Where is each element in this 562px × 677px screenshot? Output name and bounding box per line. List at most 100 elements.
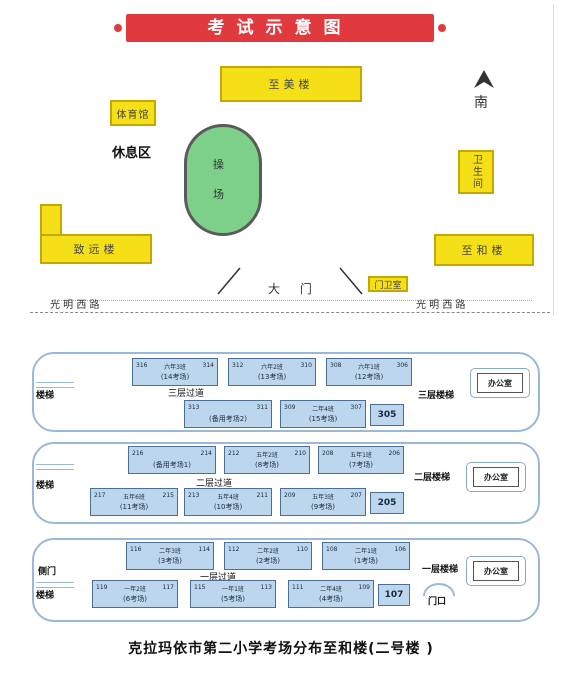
playground-label-2: 场 bbox=[213, 188, 224, 201]
room-number: 206 bbox=[388, 450, 400, 457]
rest-area-label: 休息区 bbox=[112, 146, 152, 161]
floor2-office: 办公室 bbox=[466, 462, 526, 492]
floor1-office: 办公室 bbox=[466, 556, 526, 586]
gate-label: 大 门 bbox=[268, 282, 320, 296]
room-class: 五年4班 bbox=[217, 494, 239, 501]
floor1-corridor: 一层过道 bbox=[200, 573, 237, 583]
road-right-label: 光 明 西 路 bbox=[416, 300, 466, 311]
gate-roads bbox=[217, 267, 363, 295]
room-name: (4考场) bbox=[319, 595, 343, 603]
building-gym: 体育馆 bbox=[110, 100, 156, 126]
room-number: 108 bbox=[326, 546, 338, 553]
room-210-212: 212 五年2班 210 (8考场) bbox=[224, 446, 310, 474]
map-title: 考试示意图 bbox=[114, 14, 446, 42]
road-left-label: 光 明 西 路 bbox=[50, 300, 100, 311]
room-number: 211 bbox=[256, 492, 268, 499]
floor1-stair-right: 一层楼梯 bbox=[422, 565, 459, 575]
room-number: 212 bbox=[228, 450, 240, 457]
room-number: 314 bbox=[202, 362, 214, 369]
room-name: (8考场) bbox=[255, 461, 279, 469]
room-number: 313 bbox=[188, 404, 200, 411]
floor2-corridor: 二层过道 bbox=[196, 479, 233, 489]
room-class: 一年2班 bbox=[124, 586, 146, 593]
road-edge bbox=[52, 300, 532, 301]
floor1-entrance: 门口 bbox=[428, 597, 447, 607]
room-number: 215 bbox=[162, 492, 174, 499]
office-label: 办公室 bbox=[473, 467, 519, 487]
room-number: 207 bbox=[350, 492, 362, 499]
floor3-office: 办公室 bbox=[470, 368, 530, 398]
floor2-stair-left-lines bbox=[36, 464, 74, 470]
room-class: 五年1班 bbox=[350, 452, 372, 459]
room-number: 310 bbox=[300, 362, 312, 369]
room-name: (10考场) bbox=[213, 503, 243, 511]
room-number: 210 bbox=[294, 450, 306, 457]
room-name: (1考场) bbox=[354, 557, 378, 565]
room-name: (13考场) bbox=[257, 373, 287, 381]
room-class: 一年1班 bbox=[222, 586, 244, 593]
floor3-stair-left-lines bbox=[36, 382, 74, 388]
room-name: (7考场) bbox=[349, 461, 373, 469]
page-caption: 克拉玛依市第二小学考场分布至和楼(二号楼 ) bbox=[128, 641, 434, 657]
room-name: (12考场) bbox=[354, 373, 384, 381]
room-number: 114 bbox=[198, 546, 210, 553]
room-name: (备用考场1) bbox=[153, 461, 191, 469]
room-name: (15考场) bbox=[308, 415, 338, 423]
building-guard: 门卫室 bbox=[368, 276, 408, 292]
room-number: 116 bbox=[130, 546, 142, 553]
room-class: 二年2班 bbox=[257, 548, 279, 555]
room-class: 六年1班 bbox=[358, 364, 380, 371]
playground-label-1: 操 bbox=[213, 158, 224, 171]
north-arrow-icon bbox=[474, 70, 494, 88]
campus-map: 考试示意图 南 至美楼 体育馆 休息区 操 场 致远楼 卫生间 至和楼 大 门 … bbox=[22, 4, 554, 316]
floor3-corridor: 三层过道 bbox=[168, 389, 205, 399]
floor2-stair-left: 楼梯 bbox=[36, 481, 55, 491]
building-zhihe: 至和楼 bbox=[434, 234, 534, 266]
room-class: 二年4班 bbox=[320, 586, 342, 593]
room-205: 205 bbox=[370, 492, 404, 514]
floor1-stair-left: 楼梯 bbox=[36, 591, 55, 601]
office-label: 办公室 bbox=[477, 373, 523, 393]
room-number: 308 bbox=[330, 362, 342, 369]
playground bbox=[184, 124, 262, 236]
building-toilet: 卫生间 bbox=[458, 150, 494, 194]
building-zhimei: 至美楼 bbox=[220, 66, 362, 102]
room-206-208: 208 五年1班 206 (7考场) bbox=[318, 446, 404, 474]
room-name: (5考场) bbox=[221, 595, 245, 603]
floor3-stair-left: 楼梯 bbox=[36, 391, 55, 401]
room-class: 五年6班 bbox=[123, 494, 145, 501]
room-name: (14考场) bbox=[160, 373, 190, 381]
room-class: 五年2班 bbox=[256, 452, 278, 459]
room-number: 209 bbox=[284, 492, 296, 499]
room-number: 316 bbox=[136, 362, 148, 369]
room-number: 307 bbox=[350, 404, 362, 411]
room-number: 111 bbox=[292, 584, 304, 591]
floor1-side-door: 侧门 bbox=[38, 567, 57, 577]
room-class: 五年3班 bbox=[312, 494, 334, 501]
office-label: 办公室 bbox=[473, 561, 519, 581]
room-number: 117 bbox=[162, 584, 174, 591]
floor2-stair-right: 二层楼梯 bbox=[414, 473, 451, 483]
room-107: 107 bbox=[378, 584, 410, 606]
room-number: 216 bbox=[132, 450, 144, 457]
room-class: 六年2班 bbox=[261, 364, 283, 371]
room-number: 106 bbox=[394, 546, 406, 553]
room-number: 208 bbox=[322, 450, 334, 457]
room-name: (11考场) bbox=[119, 503, 149, 511]
room-name: (3考场) bbox=[158, 557, 182, 565]
room-number: 311 bbox=[256, 404, 268, 411]
room-number: 110 bbox=[296, 546, 308, 553]
room-class: 二年3班 bbox=[159, 548, 181, 555]
north-label: 南 bbox=[474, 95, 488, 111]
entrance-arch-icon bbox=[423, 583, 455, 596]
floor1-stair-left-lines bbox=[36, 582, 74, 588]
